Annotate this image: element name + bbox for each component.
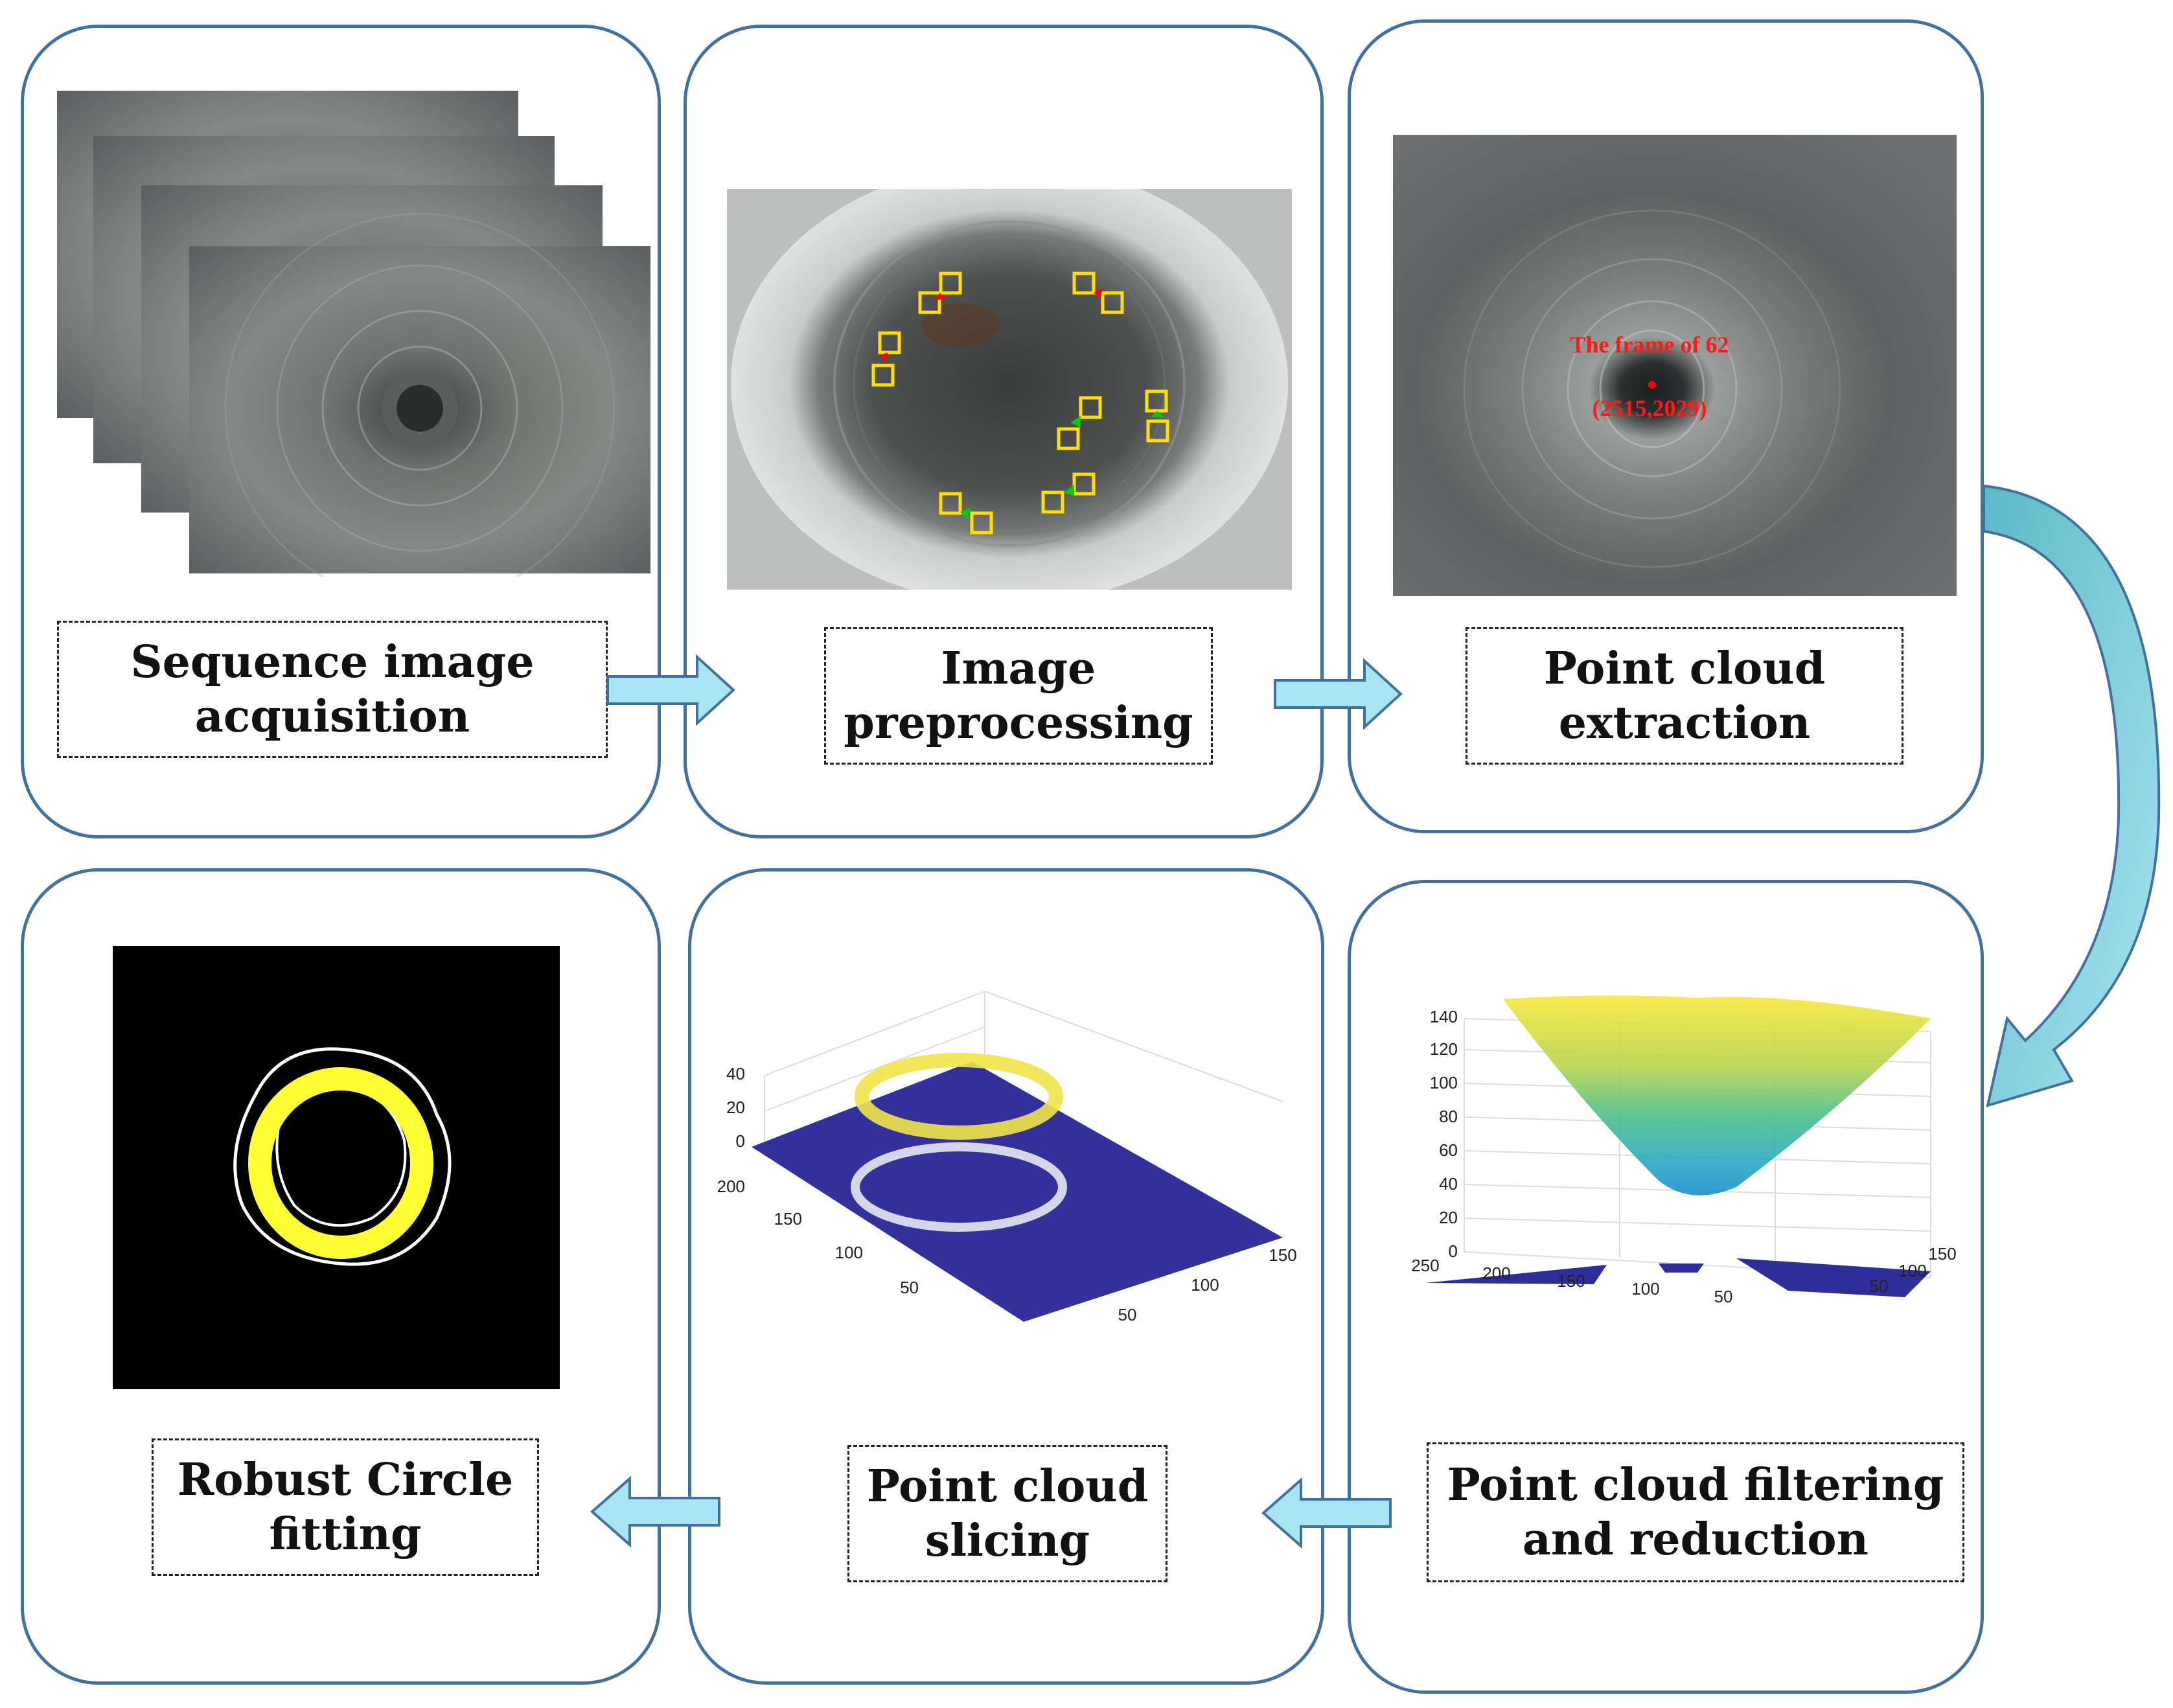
z-tick-label: 0: [736, 1131, 745, 1151]
slicing-plot: 40 20 0 200 150 100 50 150 100 50: [717, 991, 1297, 1324]
label-line-1: Sequence image: [130, 636, 535, 688]
x-tick-label: 200: [1482, 1264, 1510, 1283]
upper-slice-ring: [855, 1053, 1063, 1140]
extraction-image: The frame of 62 (2515,2029): [1393, 135, 1957, 596]
extraction-point: [1648, 381, 1656, 389]
feature-arrows: [880, 288, 1164, 520]
x-tick-label: 150: [1557, 1271, 1585, 1291]
y-tick-label: 50: [1118, 1305, 1137, 1324]
x-tick-label: 150: [774, 1209, 802, 1229]
filtered-cone-cloud: [1503, 995, 1931, 1195]
label-line-1: Point cloud filtering: [1447, 1459, 1944, 1511]
z-tick-label: 20: [1439, 1208, 1458, 1227]
label-line-2: acquisition: [194, 691, 470, 743]
z-tick-label: 40: [1439, 1174, 1458, 1194]
preprocessing-image: [727, 189, 1292, 590]
arrow-extraction-to-filtering: [1983, 484, 2161, 1107]
extraction-coordinate: (2515,2029): [1592, 395, 1707, 421]
z-tick-label: 140: [1430, 1007, 1458, 1026]
label-line-2: extraction: [1558, 697, 1811, 749]
x-tick-label: 50: [1714, 1287, 1733, 1306]
y-tick-label: 150: [1928, 1244, 1956, 1264]
lower-slice-ring: [851, 1142, 1067, 1232]
arrow-acquisition-to-preprocessing: [606, 654, 735, 726]
z-tick-label: 100: [1430, 1073, 1458, 1092]
z-tick-label: 20: [726, 1098, 745, 1117]
sequence-frame-4: [189, 213, 650, 577]
projected-base-cloud: [1425, 1258, 1931, 1297]
x-tick-label: 250: [1411, 1256, 1439, 1275]
edge-contour-outer: [233, 1047, 452, 1266]
z-tick-label: 60: [1439, 1140, 1458, 1160]
fitted-circle: [248, 1067, 433, 1259]
arrow-slicing-to-fitting: [590, 1476, 720, 1547]
arrow-preprocessing-to-extraction: [1274, 658, 1403, 730]
label-line-1: Point cloud: [866, 1460, 1149, 1512]
sequence-image-stack: [57, 91, 650, 577]
z-tick-label: 0: [1449, 1241, 1458, 1261]
filtering-plot: 140 120 100 80 60 40 20 0 250 200 150 10…: [1411, 995, 1957, 1306]
label-line-1: Point cloud: [1543, 643, 1826, 695]
label-line-2: preprocessing: [844, 697, 1193, 749]
x-tick-label: 100: [835, 1243, 863, 1262]
circle-fitting-image: [113, 946, 560, 1389]
z-tick-label: 120: [1430, 1039, 1458, 1059]
x-tick-label: 200: [717, 1177, 745, 1196]
extraction-annotation: The frame of 62: [1570, 332, 1729, 358]
x-tick-label: 50: [900, 1278, 919, 1297]
x-tick-label: 100: [1631, 1279, 1659, 1298]
label-line-2: slicing: [925, 1515, 1090, 1567]
arrow-filtering-to-slicing: [1261, 1477, 1392, 1549]
y-tick-label: 100: [1898, 1261, 1926, 1280]
label-line-2: and reduction: [1522, 1514, 1869, 1565]
z-tick-label: 40: [726, 1064, 745, 1083]
feature-markers: [871, 271, 1169, 535]
label-line-1: Robust Circle: [177, 1454, 514, 1506]
z-tick-label: 80: [1439, 1107, 1458, 1126]
y-tick-label: 50: [1870, 1276, 1889, 1296]
y-tick-label: 100: [1191, 1275, 1219, 1295]
label-line-2: fitting: [269, 1508, 422, 1560]
y-tick-label: 150: [1269, 1245, 1296, 1265]
label-line-1: Image: [941, 643, 1096, 695]
